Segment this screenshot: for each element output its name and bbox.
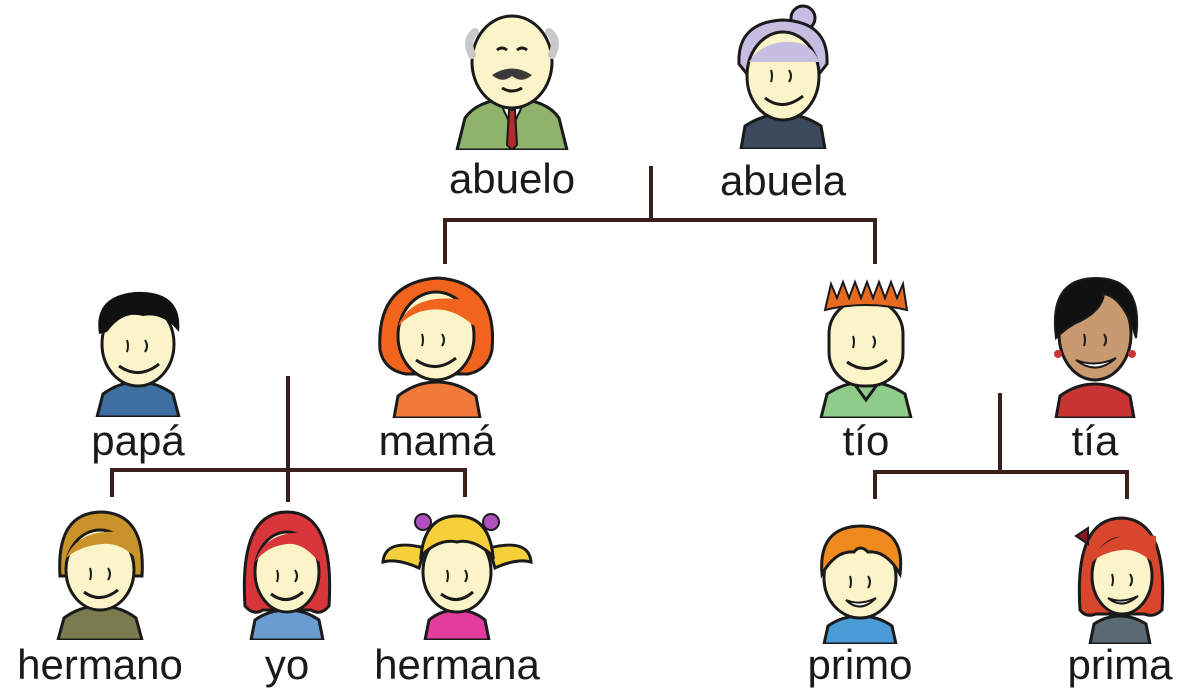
tia-label: tía [1071,417,1119,464]
hermana-label: hermana [374,641,540,688]
person-hermano: hermano [0,506,200,691]
prima-label: prima [1067,641,1173,688]
yo-label: yo [264,641,310,688]
tio-label: tío [842,417,890,464]
person-primo: primo [760,520,960,691]
father-portrait-icon [83,282,193,417]
abuela-label: abuela [719,157,847,204]
person-abuelo: abuelo [412,0,612,200]
self-portrait-icon [237,506,337,640]
person-abuela: abuela [683,0,883,204]
person-tio: tío [766,278,966,468]
person-prima: prima [1020,510,1191,691]
abuelo-label: abuelo [448,155,576,202]
male-cousin-portrait-icon [810,520,910,644]
grandmother-portrait-icon [723,4,843,149]
person-mama: mamá [337,270,537,467]
person-tia: tía [995,272,1191,468]
grandfather-portrait-icon [447,0,577,150]
uncle-portrait-icon [811,278,921,418]
mama-label: mamá [378,417,496,464]
person-yo: yo [187,506,387,691]
female-cousin-portrait-icon [1070,510,1170,644]
person-papa: papá [38,282,238,467]
brother-portrait-icon [50,506,150,640]
mother-portrait-icon [372,270,502,418]
hermano-label: hermano [17,641,183,688]
person-hermana: hermana [357,504,557,691]
aunt-portrait-icon [1040,272,1150,418]
primo-label: primo [807,641,913,688]
sister-portrait-icon [377,504,537,640]
papa-label: papá [91,417,185,464]
